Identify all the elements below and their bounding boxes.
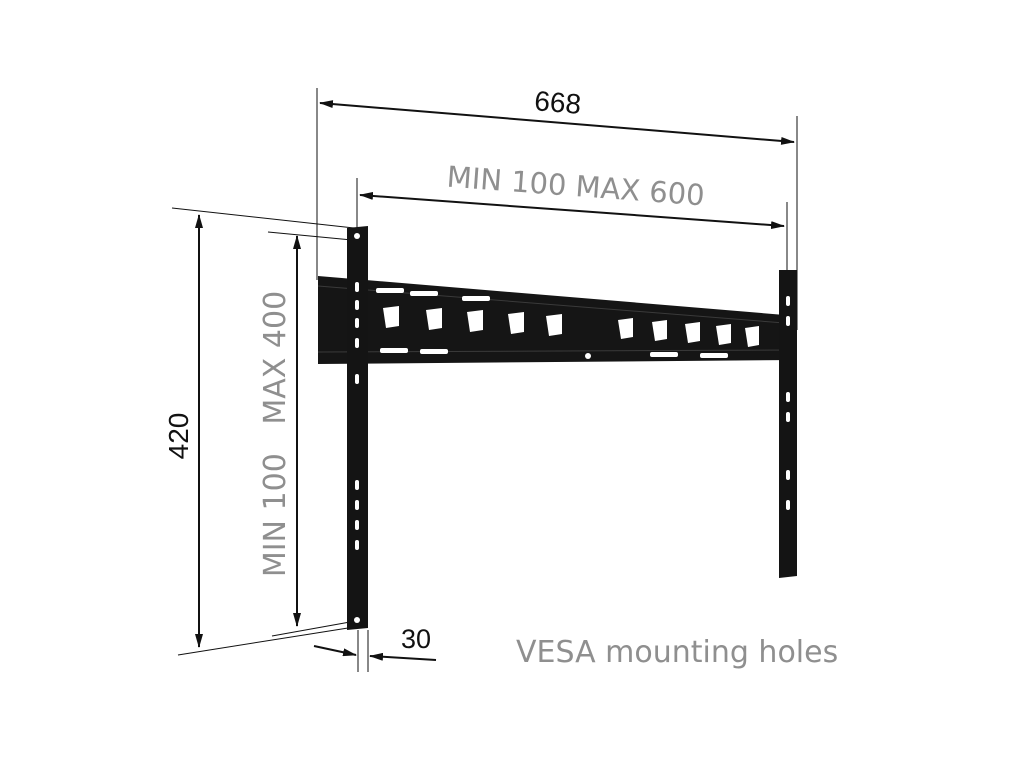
right-arm — [779, 270, 797, 578]
caption: VESA mounting holes — [516, 635, 838, 670]
width-dimension-line — [319, 100, 795, 145]
height-label: 420 — [163, 413, 194, 460]
vesa-horizontal-dimension-line — [359, 191, 785, 230]
dimension-lines — [195, 100, 795, 661]
left-arm — [347, 226, 368, 630]
left-arm-holes — [354, 233, 360, 623]
depth-arrow-right — [369, 652, 437, 661]
depth-arrow-left — [313, 645, 357, 657]
right-arm-holes — [786, 296, 790, 510]
rail-slots — [376, 288, 759, 359]
wall-bracket — [317, 226, 798, 630]
vesa-vertical-label: MIN 100 MAX 400 — [258, 291, 293, 577]
depth-label: 30 — [401, 624, 431, 654]
width-label: 668 — [533, 85, 582, 120]
